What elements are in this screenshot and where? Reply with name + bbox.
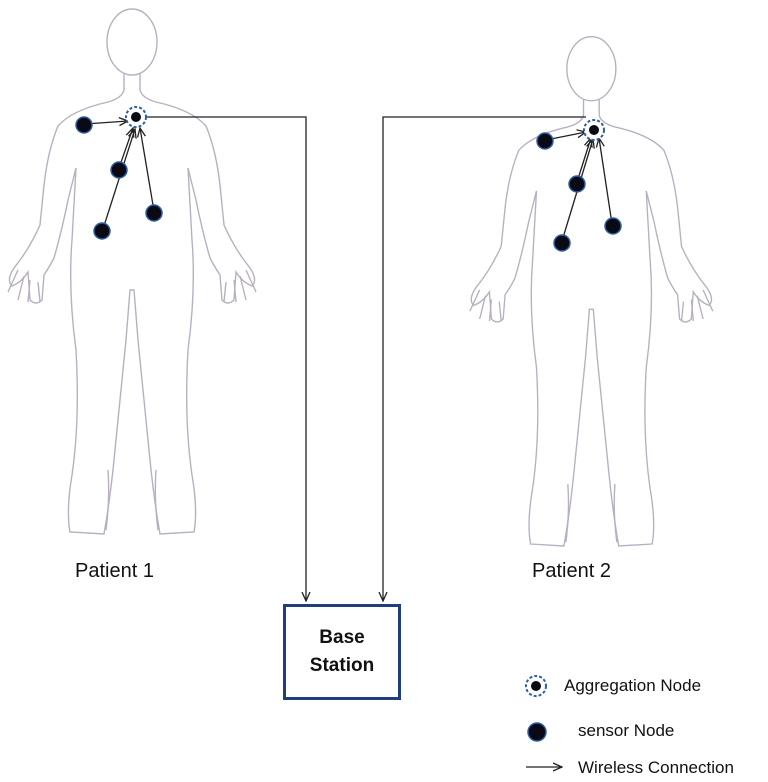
p1-sensor-node-3	[94, 223, 110, 239]
base-station-line-2: Station	[310, 652, 374, 680]
base-station-line-1: Base	[319, 624, 364, 652]
aggregation-node-icon	[526, 676, 546, 696]
p2-link-2	[577, 138, 591, 182]
p2-sensor-node-4	[605, 218, 621, 234]
patient-2-to-base-link	[383, 117, 586, 601]
legend-aggregation-label: Aggregation Node	[564, 676, 701, 696]
patient-2-label: Patient 2	[532, 560, 611, 583]
patient-2-aggregation-node	[584, 120, 604, 140]
base-station: Base Station	[283, 604, 401, 700]
patient-1-to-base-link	[147, 117, 306, 601]
p1-sensor-node-2	[111, 162, 127, 178]
p1-link-4	[140, 128, 154, 211]
legend-wireless-label: Wireless Connection	[578, 758, 734, 778]
p2-sensor-node-3	[554, 235, 570, 251]
patient-2-body-outline	[470, 37, 713, 546]
p1-sensor-node-4	[146, 205, 162, 221]
sensor-node-icon	[528, 723, 546, 741]
p1-sensor-node-1	[76, 117, 92, 133]
patient-1-aggregation-node	[126, 107, 146, 127]
legend-sensor-label: sensor Node	[578, 721, 674, 741]
p1-link-3	[103, 129, 135, 229]
patient-1-label: Patient 1	[75, 560, 154, 583]
p2-link-4	[599, 138, 612, 224]
patient-1-body-outline	[8, 9, 256, 534]
p2-sensor-node-1	[537, 133, 553, 149]
p2-sensor-node-2	[569, 176, 585, 192]
